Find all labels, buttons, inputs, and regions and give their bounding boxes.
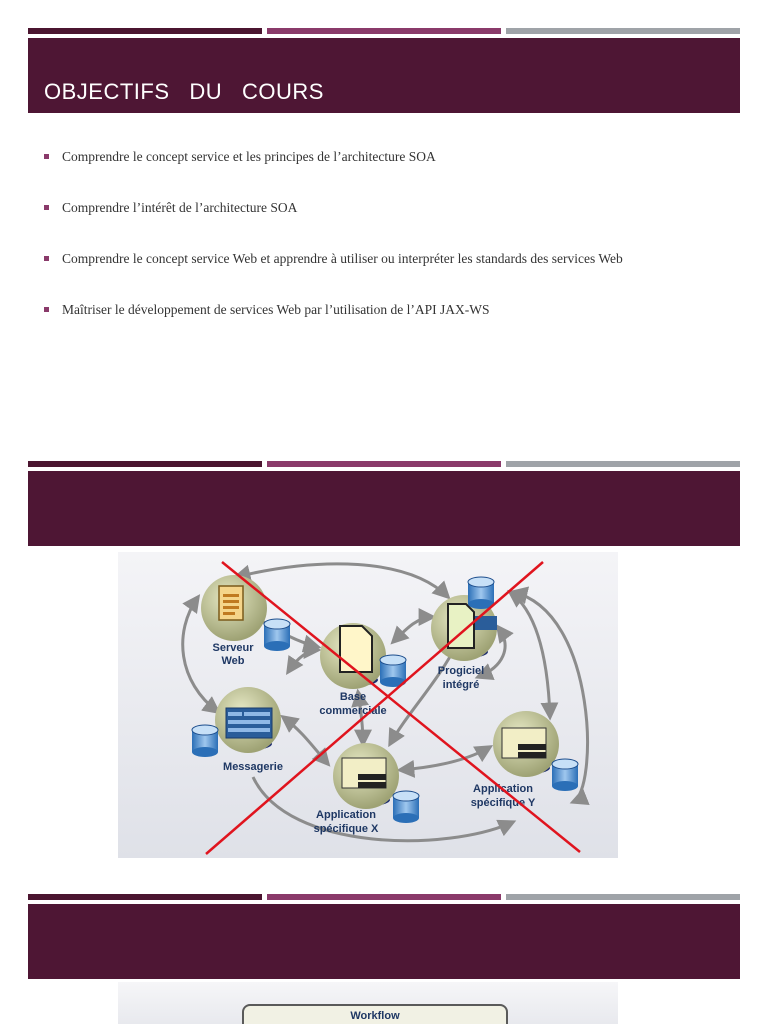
database-icon (263, 618, 291, 651)
objective-text: Comprendre le concept service et les pri… (62, 149, 436, 164)
node-label: Serveur (213, 642, 255, 654)
bullet-square-icon (44, 154, 49, 159)
workflow-diagram: Workflow (118, 982, 618, 1024)
node-messagerie: Messagerie (191, 687, 283, 773)
node-label: spécifique Y (471, 797, 536, 809)
connection-arrows (181, 562, 590, 843)
node-serveur-web: Serveur Web (201, 575, 291, 667)
accent-bar-mid (267, 461, 501, 467)
list-item: Comprendre le concept service et les pri… (44, 148, 744, 199)
accent-bar-grey (506, 894, 740, 900)
list-item: Comprendre le concept service Web et app… (44, 250, 744, 301)
node-application-y: Application spécifique Y (471, 711, 579, 809)
accent-bar-grey (506, 461, 740, 467)
red-cross-icon (205, 561, 581, 855)
node-label: Messagerie (223, 761, 283, 773)
accent-bar-dark (28, 28, 262, 34)
slide-banner-3 (28, 904, 740, 979)
workflow-box: Workflow (242, 1004, 508, 1024)
node-label: intégré (443, 679, 480, 691)
list-item: Maîtriser le développement de services W… (44, 301, 744, 352)
accent-bar-dark (28, 894, 262, 900)
node-label: Base (340, 691, 366, 703)
list-item: Comprendre l’intérêt de l’architecture S… (44, 199, 744, 250)
node-label: Web (221, 655, 244, 667)
slide-banner-2 (28, 471, 740, 546)
accent-bar-dark (28, 461, 262, 467)
bullet-square-icon (44, 307, 49, 312)
slide-banner-1: OBJECTIFS DU COURS (28, 38, 740, 113)
objective-text: Maîtriser le développement de services W… (62, 302, 490, 317)
objectives-list: Comprendre le concept service et les pri… (44, 148, 744, 352)
slide-title: OBJECTIFS DU COURS (44, 79, 324, 104)
database-icon (379, 654, 407, 687)
accent-bar-mid (267, 894, 501, 900)
database-icon (467, 576, 495, 609)
node-application-x: Application spécifique X (314, 743, 420, 835)
objective-text: Comprendre le concept service Web et app… (62, 251, 623, 266)
document-icon (339, 625, 373, 673)
node-label: Application (316, 809, 376, 821)
node-base-commerciale: Base commerciale (319, 623, 407, 717)
database-icon (191, 724, 219, 757)
database-icon (392, 790, 420, 823)
workflow-label: Workflow (350, 1010, 400, 1022)
node-label: Progiciel (438, 665, 484, 677)
diagram-svg: Serveur Web Base commerciale (181, 561, 590, 855)
database-icon (551, 758, 579, 791)
accent-bar-mid (267, 28, 501, 34)
objective-text: Comprendre l’intérêt de l’architecture S… (62, 200, 298, 215)
bullet-square-icon (44, 256, 49, 261)
bullet-square-icon (44, 205, 49, 210)
node-label: commerciale (319, 705, 386, 717)
accent-bar-grey (506, 28, 740, 34)
spaghetti-architecture-diagram: Serveur Web Base commerciale (118, 552, 618, 858)
document-icon (447, 603, 475, 649)
node-label: spécifique X (314, 823, 379, 835)
